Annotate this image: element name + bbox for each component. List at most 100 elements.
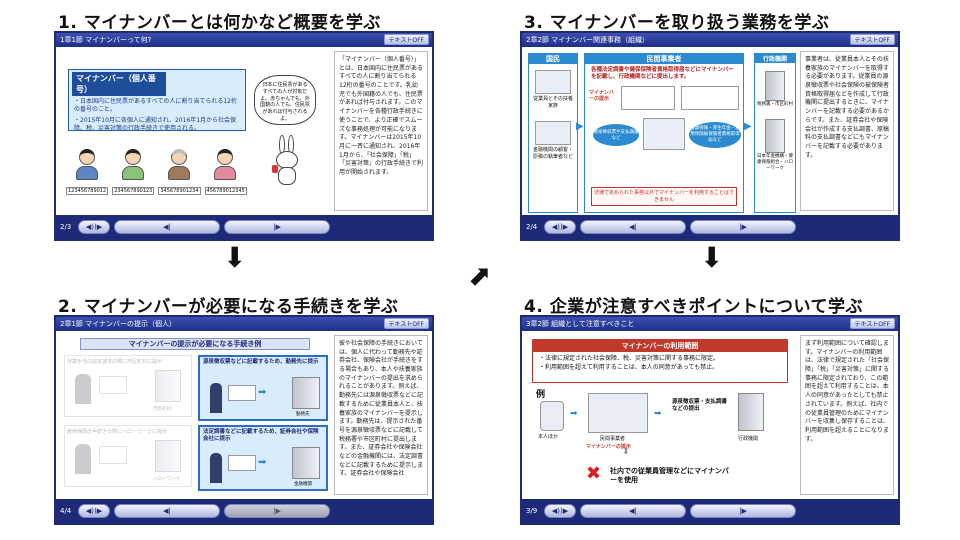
text-off-button[interactable]: テキストOFF <box>849 318 895 329</box>
government-header: 行政機関 <box>755 54 795 63</box>
screen-step-4: 3章2節 組織として注意すべきこと テキストOFF マイナンバーの利用範囲 ・法… <box>520 315 900 525</box>
definition-title: マイナンバー（個人番号） <box>72 72 166 96</box>
next-button[interactable]: |▶ <box>224 504 330 518</box>
page-indicator: 2/3 <box>60 223 72 231</box>
audio-button[interactable]: ◀))▶ <box>78 220 110 234</box>
usage-scope-box: マイナンバーの利用範囲 ・法律に規定された社会保障、税、災害対策に関する事務に限… <box>532 339 788 383</box>
person-figure <box>166 149 192 183</box>
mynumber-card-icon <box>228 385 256 401</box>
procedure-row-finance: 法定調書などに記載するため、証券会社や保険会社に提示 ➡ 金融機関 <box>198 425 328 491</box>
citizen-header: 国民 <box>529 54 577 64</box>
document-card <box>621 86 675 110</box>
faded-dest-label: 市区町村 <box>153 407 171 412</box>
forbidden-example: 社内での従業員管理などにマイナンバーを使用 <box>610 467 729 485</box>
gov-b-label: 日本年金機構・健康保険組合・ハローワーク <box>757 153 793 171</box>
definition-bullet: ・2015年10月に各個人に通知され、2016年1月から社会保障、税、災害対策の… <box>74 116 237 133</box>
example-label: 例 <box>536 390 546 400</box>
arrow-down-icon: ⬇ <box>700 241 724 274</box>
building-icon <box>765 71 785 101</box>
person-icon <box>75 374 91 404</box>
person-group-icon <box>540 401 564 431</box>
narration-text: 事業者は、従業員本人とその扶養家族のマイナンバーを取得する必要があります。従業員… <box>800 51 894 211</box>
arrow-right-icon: ➡ <box>570 409 578 419</box>
citizen-b-label: 金融機関の顧客・原稿の執筆者など <box>532 147 573 160</box>
prev-button[interactable]: ◀| <box>114 220 220 234</box>
person-icon <box>210 453 222 483</box>
narration-text: 「マイナンバー（個人番号）」とは、日本国内に住民票があるすべての人に割り当てられ… <box>334 51 428 211</box>
player-controls: 3/9 ◀))▶ ◀| |▶ <box>522 499 898 523</box>
next-button[interactable]: |▶ <box>690 220 796 234</box>
step-2-title: 2. マイナンバーが必要になる手続きを学ぶ <box>58 297 399 317</box>
forbidden-x-icon: ✖ <box>586 463 602 484</box>
narration-text: まず利用範囲について確認します。マイナンバーの利用範囲は、法律で規定された「社会… <box>800 335 894 495</box>
player-controls: 2/3 ◀))▶ ◀| |▶ <box>56 215 432 239</box>
text-off-button[interactable]: テキストOFF <box>849 34 895 45</box>
screen-step-1: 1章1節 マイナンバーって何? テキストOFF マイナンバー（個人番号） ・日本… <box>54 31 434 241</box>
employees-illustration <box>535 70 571 94</box>
office-meeting-illustration <box>588 393 648 433</box>
company-label: 民間事業者 <box>600 436 626 442</box>
building-icon <box>155 370 181 402</box>
restriction-note: 法律で定められた事務以外でマイナンバーを利用することはできません <box>591 187 737 206</box>
person-label: 本人ほか <box>538 434 559 440</box>
player-controls: 4/4 ◀))▶ ◀| |▶ <box>56 499 432 523</box>
faded-row-label: 児童手当の認定請求の際に市区町村に提示 <box>67 359 163 365</box>
text-off-button[interactable]: テキストOFF <box>383 34 429 45</box>
mynumber-tag: 456789012345 <box>204 187 247 195</box>
player-controls: 2/4 ◀))▶ ◀| |▶ <box>522 215 898 239</box>
person-figure <box>74 149 100 183</box>
private-description: 各種法定調書や健保保険者資格取得届などにマイナンバーを記載し、行政機関などに提出… <box>591 67 734 81</box>
screen-header: 2章1節 マイナンバーの提示（個人） テキストOFF <box>56 317 432 331</box>
mynumber-card-icon <box>228 455 256 471</box>
customers-illustration <box>535 121 571 145</box>
submit-label: 源泉徴収票・支払調書などの提出 <box>672 399 728 413</box>
prev-button[interactable]: ◀| <box>580 220 686 234</box>
flow-bubble: 源泉徴収票や支払調書など <box>593 124 639 146</box>
rabbit-mascot-icon <box>272 135 302 187</box>
prev-button[interactable]: ◀| <box>580 504 686 518</box>
slide-content: マイナンバーの利用範囲 ・法律に規定された社会保障、税、災害対策に関する事務に限… <box>526 335 796 495</box>
government-column: 行政機関 税務署・市区町村 日本年金機構・健康保険組合・ハローワーク <box>754 53 796 213</box>
mynumber-tag: 123456789012 <box>66 187 109 195</box>
step-4-title: 4. 企業が注意すべきポイントについて学ぶ <box>524 297 864 317</box>
citizen-a-label: 従業員とその扶養家族 <box>533 96 573 109</box>
step-1-title: 1. マイナンバーとは何かなど概要を学ぶ <box>58 13 381 33</box>
building-icon <box>155 440 181 472</box>
people-row <box>74 149 238 183</box>
person-figure <box>212 149 238 183</box>
chapter-title: 2章2節 マイナンバー関連事務（組織） <box>526 36 649 44</box>
audio-button[interactable]: ◀))▶ <box>78 504 110 518</box>
card-icon <box>99 446 127 464</box>
card-icon <box>99 376 127 394</box>
arrow-down-icon: ⬇ <box>622 447 630 457</box>
step-3-title: 3. マイナンバーを取り扱う業務を学ぶ <box>524 13 830 33</box>
row-title: 源泉徴収票などに記載するため、勤務先に提示 <box>203 359 319 365</box>
procedures-banner: マイナンバーの提示が必要になる手続き例 <box>80 338 310 350</box>
mynumber-tag: 345678901234 <box>158 187 201 195</box>
text-off-button[interactable]: テキストOFF <box>383 318 429 329</box>
next-button[interactable]: |▶ <box>690 504 796 518</box>
prev-button[interactable]: ◀| <box>114 504 220 518</box>
screen-step-3: 2章2節 マイナンバー関連事務（組織） テキストOFF 国民 従業員とその扶養家… <box>520 31 900 241</box>
faded-dest-label: ハローワーク <box>153 477 180 482</box>
chapter-title: 2章1節 マイナンバーの提示（個人） <box>60 320 176 328</box>
next-button[interactable]: |▶ <box>224 220 330 234</box>
screen-header: 1章1節 マイナンバーって何? テキストOFF <box>56 33 432 47</box>
person-icon <box>210 383 222 413</box>
arrow-right-icon: ➡ <box>258 387 267 398</box>
usage-rule: ・利用範囲を超えて利用することは、本人の同意があっても禁止。 <box>539 364 719 371</box>
person-figure <box>120 149 146 183</box>
page-indicator: 4/4 <box>60 507 72 515</box>
building-icon <box>738 393 764 431</box>
slide-content: 国民 従業員とその扶養家族 金融機関の顧客・原稿の執筆者など 民間事業者 各種法… <box>526 51 796 213</box>
dest-label: 勤務先 <box>296 412 310 417</box>
arrow-right-icon: ▶ <box>744 121 752 132</box>
screen-step-2: 2章1節 マイナンバーの提示（個人） テキストOFF マイナンバーの提示が必要に… <box>54 315 434 525</box>
faded-row-label: 雇用保険の手続きの際にハローワークに提示 <box>67 429 168 435</box>
building-icon <box>292 377 320 409</box>
audio-button[interactable]: ◀))▶ <box>544 504 576 518</box>
number-tags: 123456789012 234567890123 345678901234 4… <box>66 187 247 195</box>
audio-button[interactable]: ◀))▶ <box>544 220 576 234</box>
private-column: 民間事業者 各種法定調書や健保保険者資格取得届などにマイナンバーを記載し、行政機… <box>584 53 744 213</box>
person-icon <box>75 444 91 474</box>
